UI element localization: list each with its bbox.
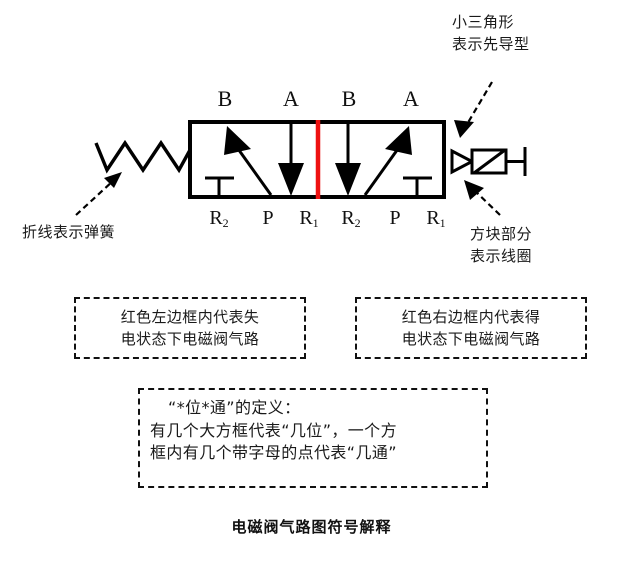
definition-title: “*位*通”的定义： xyxy=(168,398,301,417)
right-arrowhead-b xyxy=(335,163,361,196)
annotation-coil: 方块部分 表示线圈 xyxy=(470,225,533,265)
port-label-top-b2: B xyxy=(341,86,357,111)
annotation-spring: 折线表示弹簧 xyxy=(22,223,116,241)
port-label-bottom-r1-left: R1 xyxy=(292,207,326,230)
port-subscript: 2 xyxy=(222,216,229,230)
note-box-energised: 红色右边框内代表得 电状态下电磁阀气路 xyxy=(355,297,587,359)
right-arrowhead-a xyxy=(385,126,412,155)
port-letter: R xyxy=(426,207,440,229)
port-subscript: 1 xyxy=(439,216,446,230)
leader-line-pilot xyxy=(465,81,493,127)
port-label-bottom-p-left: P xyxy=(251,207,285,230)
left-arrowhead-a xyxy=(278,163,304,196)
definition-line-1: 有几个大方框代表“几位”，一个方 xyxy=(150,420,397,440)
coil-diagonal xyxy=(473,148,506,175)
note-box-de-energised: 红色左边框内代表失 电状态下电磁阀气路 xyxy=(74,297,306,359)
note-text-de-energised: 红色左边框内代表失 电状态下电磁阀气路 xyxy=(120,307,260,349)
port-label-bottom-r2-right: R2 xyxy=(334,207,368,230)
annotation-pilot-triangle: 小三角形 表示先导型 xyxy=(452,13,530,53)
note-text-energised: 红色右边框内代表得 电状态下电磁阀气路 xyxy=(401,307,541,349)
leader-line-spring xyxy=(75,179,115,216)
port-letter: R xyxy=(341,207,355,229)
port-subscript: 1 xyxy=(312,216,319,230)
left-arrowhead-b xyxy=(224,126,251,155)
port-letter: R xyxy=(299,207,313,229)
leader-arrowhead-coil xyxy=(464,180,484,200)
pilot-triangle-icon xyxy=(450,148,476,175)
port-label-top-a2: A xyxy=(403,86,419,111)
port-label-top-a1: A xyxy=(283,86,299,111)
port-label-bottom-r2-left: R2 xyxy=(202,207,236,230)
definition-line-2: 框内有几个带字母的点代表“几通” xyxy=(150,443,397,463)
port-letter: P xyxy=(262,207,274,229)
port-label-top-b1: B xyxy=(217,86,233,111)
port-letter: R xyxy=(209,207,223,229)
leader-line-coil xyxy=(473,189,501,216)
right-flow-line-a xyxy=(363,145,402,196)
port-label-bottom-p-right: P xyxy=(378,207,412,230)
figure-caption: 电磁阀气路图符号解释 xyxy=(231,518,392,536)
note-box-definition: “*位*通”的定义： 有几个大方框代表“几位”，一个方 框内有几个带字母的点代表… xyxy=(138,388,488,488)
port-letter: P xyxy=(389,207,401,229)
solenoid-valve-symbol xyxy=(75,81,527,216)
leader-arrowhead-spring xyxy=(104,172,122,188)
port-subscript: 2 xyxy=(354,216,361,230)
leader-arrowhead-pilot xyxy=(454,120,474,138)
port-label-bottom-r1-right: R1 xyxy=(419,207,453,230)
spring-zigzag xyxy=(94,139,192,174)
left-flow-line-b xyxy=(234,145,273,196)
